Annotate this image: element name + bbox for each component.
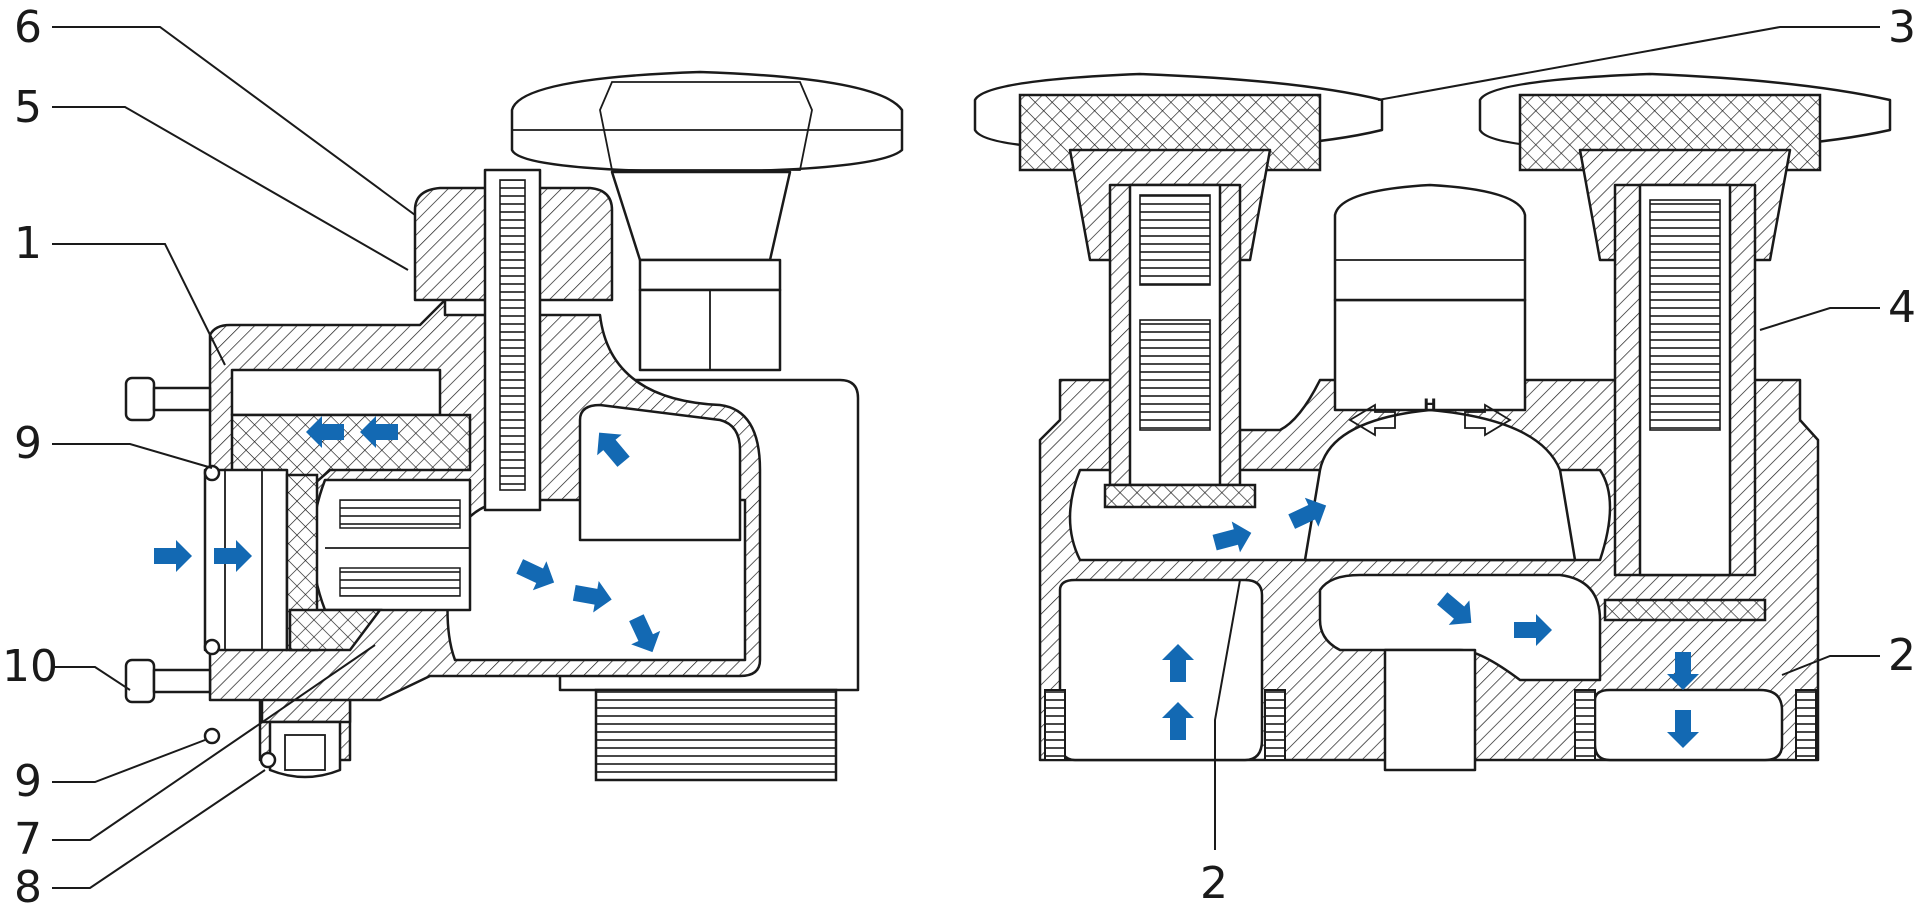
right-inlet-chamber: [1058, 578, 1264, 762]
right-center-knob: [1333, 183, 1527, 302]
left-handwheel-facet: [599, 81, 813, 171]
flow-arrow: [1212, 521, 1252, 553]
left-inlet-channel: [230, 368, 442, 417]
flow-arrow: [1437, 592, 1472, 625]
flow-arrow: [306, 416, 344, 448]
leader-7: [52, 644, 376, 841]
callout-2-right: 2: [1888, 630, 1916, 681]
right-center-cap: [1333, 298, 1527, 412]
left-lower-seal: [288, 608, 383, 652]
callout-8: 8: [14, 862, 42, 913]
flow-arrow: [154, 540, 192, 572]
callout-2-bottom: 2: [1200, 858, 1228, 909]
callout-5: 5: [14, 82, 42, 133]
flow-arrow: [360, 416, 398, 448]
leader-lines: [52, 26, 1880, 889]
callout-9-lower: 9: [14, 756, 42, 807]
lower-screw-shank: [152, 668, 212, 694]
flow-arrow: [516, 559, 555, 591]
callout-10: 10: [2, 641, 58, 692]
leader-10: [52, 666, 131, 691]
flow-arrow: [214, 540, 252, 572]
flow-arrow: [1162, 702, 1194, 740]
leader-8: [52, 769, 266, 889]
lower-o-ring: [203, 638, 221, 656]
left-drain-plug: [268, 720, 342, 779]
right-center-dome: [1303, 408, 1577, 562]
flow-arrow: [1667, 652, 1699, 690]
upper-knurled-screw-head: [124, 376, 156, 422]
callout-6: 6: [14, 2, 42, 53]
leader-5: [52, 106, 409, 271]
right-left-valve-disc: [1103, 483, 1257, 509]
left-upper-chamber: [578, 403, 742, 542]
leader-2-right: [1781, 655, 1880, 676]
flow-arrow: [1667, 710, 1699, 748]
flow-arrows: [154, 416, 1699, 748]
flow-arrow: [572, 580, 612, 613]
upper-o-ring: [203, 464, 221, 482]
leader-3: [1377, 26, 1880, 101]
flow-arrow: [597, 432, 630, 467]
right-center-channel: [1318, 573, 1602, 682]
leader-9-lower: [52, 739, 206, 783]
left-stem-collar: [638, 258, 782, 292]
left-valve-section: [124, 70, 904, 782]
upper-screw-shank: [152, 386, 212, 412]
callout-9-upper: 9: [14, 418, 42, 469]
lower-knurled-screw-head: [124, 658, 156, 704]
right-bottom-drain: [1383, 648, 1477, 772]
callout-4: 4: [1888, 282, 1916, 333]
left-handwheel: [510, 70, 904, 174]
right-right-valve-disc: [1603, 598, 1767, 622]
leader-4: [1759, 307, 1880, 331]
callout-7: 7: [14, 814, 42, 865]
callout-3: 3: [1888, 2, 1916, 53]
flow-arrow: [1162, 644, 1194, 682]
leader-6: [52, 26, 416, 216]
leader-9-upper: [52, 443, 213, 469]
flow-arrow: [629, 614, 661, 653]
callout-1: 1: [14, 218, 42, 269]
right-valve-section: H: [973, 72, 1892, 772]
leader-1: [52, 243, 226, 366]
left-outlet-thread: [594, 688, 838, 782]
flow-arrow: [1288, 497, 1327, 529]
knob-marking: H: [1423, 395, 1436, 414]
left-handwheel-stem: [610, 170, 792, 262]
leader-2-bottom: [1214, 579, 1241, 850]
flow-arrow: [1514, 614, 1552, 646]
left-drain-washer: [260, 698, 352, 724]
